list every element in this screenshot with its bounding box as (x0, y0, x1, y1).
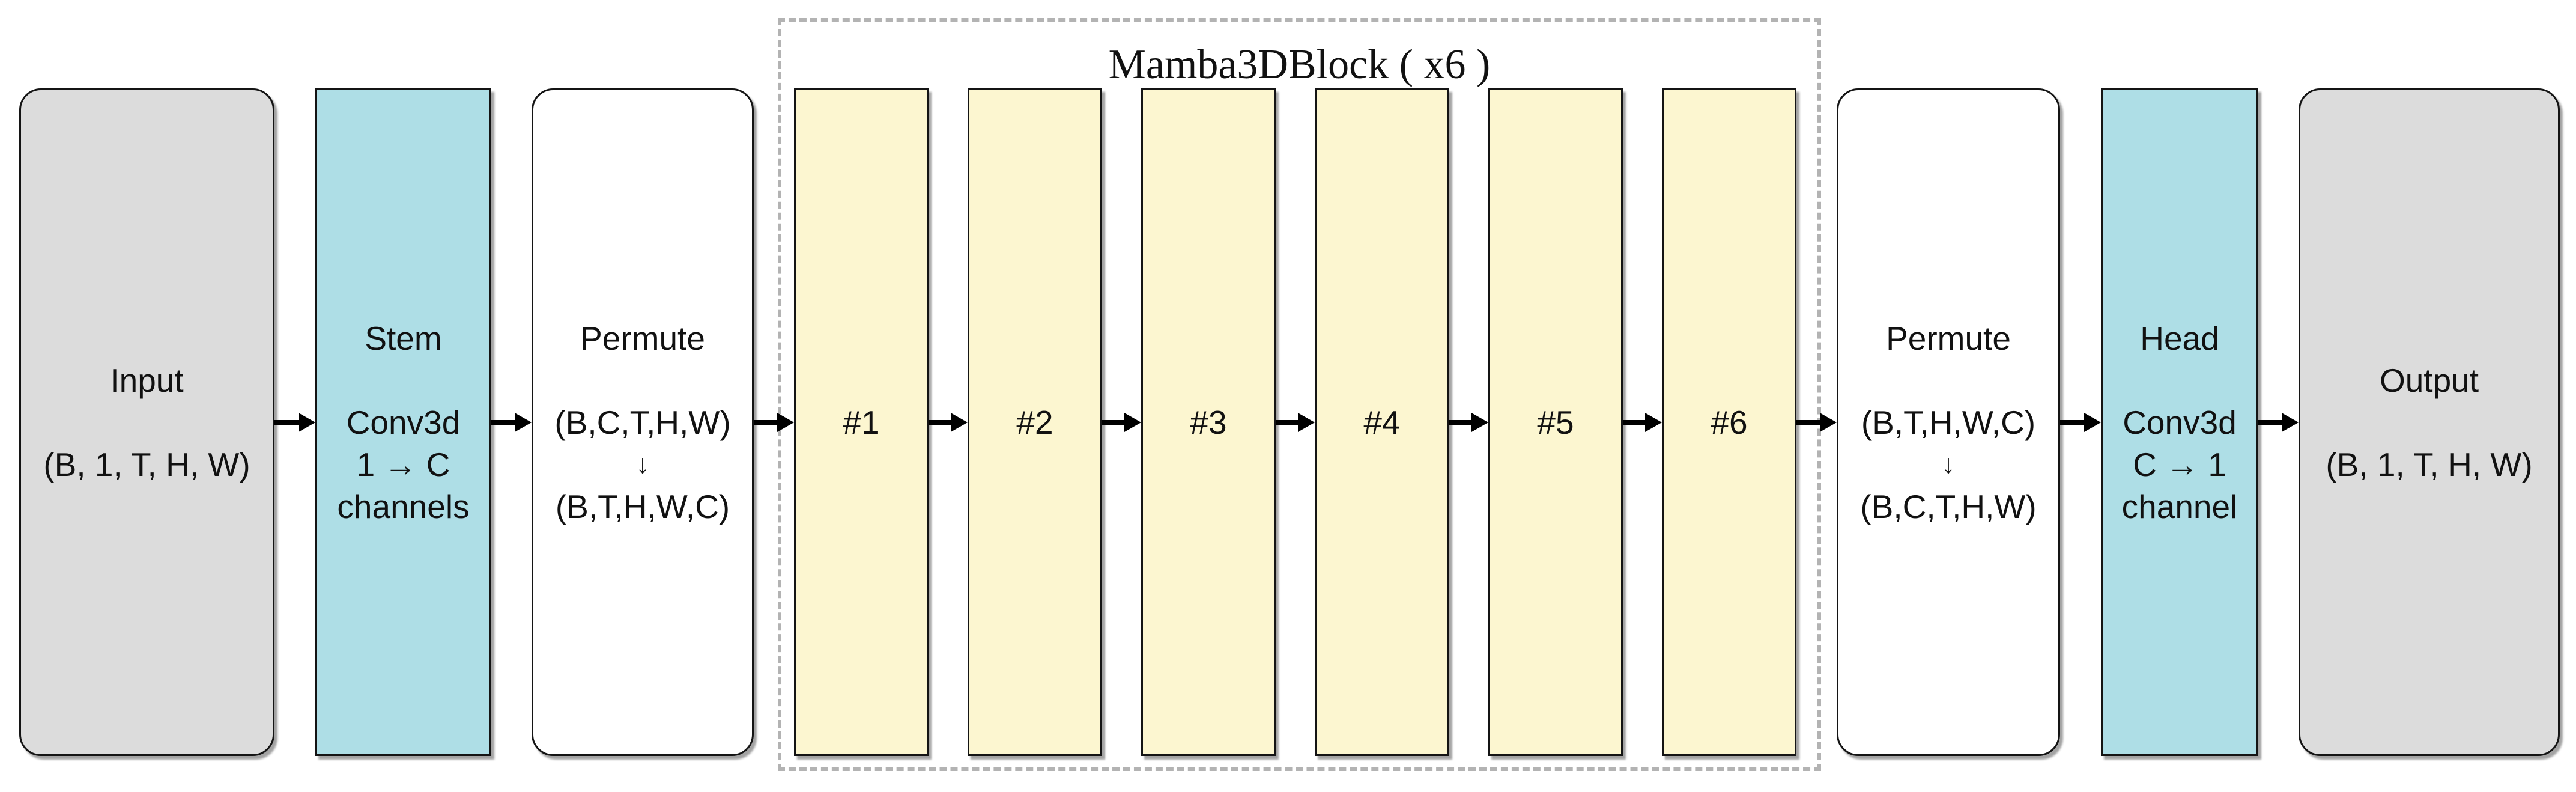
mamba-block-2-label: #2 (1016, 403, 1053, 441)
head-title: Head (2140, 319, 2219, 357)
mamba-block-5: #5 (1488, 88, 1623, 756)
arrow-shaft (491, 420, 517, 425)
flow-arrow-permute-to-head (2060, 413, 2101, 432)
flow-arrow-head-to-output (2258, 413, 2299, 432)
arrow-shaft (274, 420, 301, 425)
permute-out-title: Permute (1886, 319, 2011, 357)
flow-arrow-input-to-stem (274, 413, 315, 432)
permute-in-shape-from: (B,C,T,H,W) (554, 403, 731, 441)
mamba-block-1: #1 (794, 88, 929, 756)
arrow-head-icon (2084, 413, 2101, 432)
mamba-block-1-label: #1 (843, 403, 880, 441)
permute-out-shape-from: (B,T,H,W,C) (1861, 403, 2036, 441)
permute-in-shape-to: (B,T,H,W,C) (555, 487, 730, 525)
arrow-shaft (1449, 420, 1474, 425)
flow-arrow-block2-to-block3 (1102, 413, 1141, 432)
stem-node: Stem Conv3d 1 → C channels (315, 88, 491, 756)
down-arrow-icon: ↓ (1942, 449, 1955, 479)
mamba-block-4: #4 (1315, 88, 1449, 756)
arrow-shaft (929, 420, 953, 425)
arrow-shaft (1102, 420, 1127, 425)
output-title: Output (2379, 361, 2479, 399)
arrow-shaft (1276, 420, 1300, 425)
flow-arrow-permute-to-block1 (754, 413, 794, 432)
arrow-head-icon (2282, 413, 2299, 432)
head-op: Conv3d (2123, 403, 2237, 441)
arrow-head-icon (1645, 413, 1662, 432)
flow-arrow-block6-to-permute (1796, 413, 1837, 432)
stem-channels: 1 → C (356, 445, 450, 483)
input-title: Input (110, 361, 184, 399)
flow-arrow-stem-to-permute (491, 413, 532, 432)
arrow-shaft (1623, 420, 1647, 425)
mamba-block-6: #6 (1662, 88, 1796, 756)
mamba-block-6-label: #6 (1711, 403, 1748, 441)
arrow-head-icon (1471, 413, 1488, 432)
down-arrow-icon: ↓ (636, 449, 649, 479)
flow-arrow-block3-to-block4 (1276, 413, 1315, 432)
head-channels-word: channel (2121, 487, 2238, 525)
mamba3dblock-group-title: Mamba3DBlock ( x6 ) (1108, 41, 1491, 88)
flow-arrow-block4-to-block5 (1449, 413, 1488, 432)
permute-out-node: Permute (B,T,H,W,C) ↓ (B,C,T,H,W) (1837, 88, 2060, 756)
permute-out-shape-to: (B,C,T,H,W) (1860, 487, 2037, 525)
flow-arrow-block5-to-block6 (1623, 413, 1662, 432)
permute-in-title: Permute (580, 319, 705, 357)
arrow-head-icon (1124, 413, 1141, 432)
mamba-block-2: #2 (968, 88, 1102, 756)
flow-arrow-block1-to-block2 (929, 413, 968, 432)
input-node: Input (B, 1, T, H, W) (19, 88, 274, 756)
head-node: Head Conv3d C → 1 channel (2101, 88, 2258, 756)
mamba-block-3: #3 (1141, 88, 1276, 756)
arrow-shaft (754, 420, 780, 425)
output-shape: (B, 1, T, H, W) (2326, 445, 2533, 483)
mamba-block-3-label: #3 (1190, 403, 1227, 441)
arrow-head-icon (951, 413, 968, 432)
mamba-block-5-label: #5 (1537, 403, 1574, 441)
arrow-head-icon (777, 413, 794, 432)
output-node: Output (B, 1, T, H, W) (2299, 88, 2560, 756)
arrow-head-icon (1298, 413, 1315, 432)
stem-title: Stem (365, 319, 442, 357)
arrow-shaft (1796, 420, 1822, 425)
head-channels: C → 1 (2133, 445, 2226, 483)
arrow-head-icon (515, 413, 532, 432)
input-shape: (B, 1, T, H, W) (43, 445, 250, 483)
arrow-head-icon (299, 413, 315, 432)
arrow-shaft (2060, 420, 2087, 425)
permute-in-node: Permute (B,C,T,H,W) ↓ (B,T,H,W,C) (532, 88, 754, 756)
stem-channels-word: channels (337, 487, 470, 525)
mamba3dblock-group: Mamba3DBlock ( x6 ) (778, 18, 1821, 771)
stem-op: Conv3d (346, 403, 461, 441)
arrow-shaft (2258, 420, 2284, 425)
arrow-head-icon (1820, 413, 1837, 432)
mamba-block-4-label: #4 (1363, 403, 1401, 441)
